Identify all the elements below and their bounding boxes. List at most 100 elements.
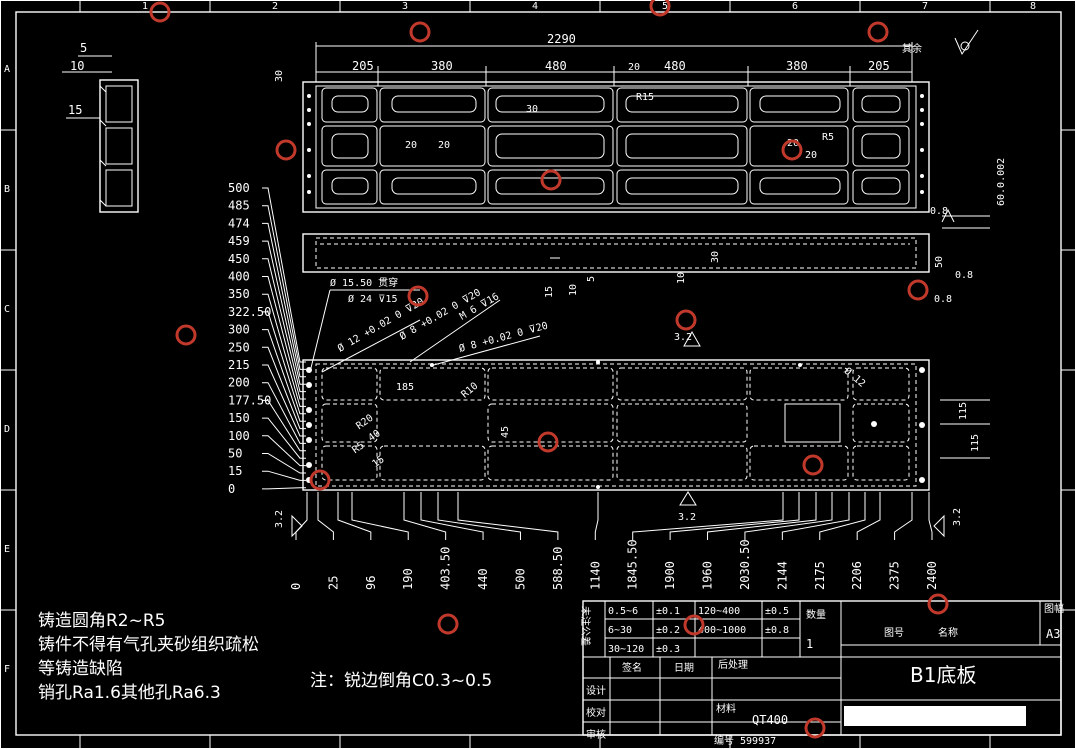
y-ordinate-label: 459 [228, 234, 250, 248]
grid-letter: E [4, 544, 10, 555]
x-ordinate-leader [928, 492, 933, 540]
audit-label: 审核 [586, 728, 606, 741]
tol-cell: 120~400 [698, 606, 740, 617]
x-ordinate-label: 2400 [925, 561, 939, 590]
y-ordinate-label: 215 [228, 358, 250, 372]
section-detail: 5 10 15 [62, 41, 139, 213]
y-ordinate-label: 400 [228, 270, 250, 284]
side-dim-5: 5 [586, 276, 597, 282]
date-label: 日期 [674, 662, 694, 674]
roughness-mark-icon [941, 208, 955, 223]
part-name: B1底板 [910, 663, 976, 687]
segment-dim: 380 [431, 59, 453, 73]
note-line: 销孔Ra1.6其他孔Ra6.3 [38, 683, 221, 703]
x-ordinate-leader [632, 492, 784, 540]
hole-callouts: Ø 15.50 贯穿 Ø 24 ⊽15 Ø 12 +0.02 0 ⊽20 Ø 8… [309, 276, 868, 390]
roughness-triangle-icon [683, 330, 701, 347]
material-value: QT400 [752, 713, 788, 727]
y-ordinate-label: 250 [228, 340, 250, 354]
side-dim-08c: 0.8 [934, 294, 952, 305]
x-ordinate-label: 2206 [850, 561, 864, 590]
note-chamfer: 注：锐边倒角C0.3~0.5 [310, 671, 492, 691]
qty-value: 1 [806, 637, 813, 651]
grid-number: 2 [272, 1, 278, 12]
segment-dim: 205 [868, 59, 890, 73]
x-ordinate-label: 2175 [813, 561, 827, 590]
grid-number: 4 [532, 1, 538, 12]
grid-labels: 1 2 3 4 5 6 7 8 A B C D E F [4, 1, 1036, 675]
mounting-holes [306, 360, 925, 489]
x-ordinate-leader [781, 492, 850, 540]
y-ordinate-label: 100 [228, 429, 250, 443]
y-ordinate-label: 450 [228, 252, 250, 266]
x-ordinate-leader [669, 492, 800, 540]
x-ordinate-label: 403.50 [439, 547, 453, 590]
y-ordinate-leader [262, 470, 306, 481]
x-ordinate-label: 1845.50 [626, 539, 640, 590]
dim-20b: 20 [438, 140, 450, 151]
tol-cell: ±0.2 [656, 625, 680, 636]
x-ordinate-leader [420, 492, 484, 540]
x-ordinate-leader [437, 492, 521, 540]
x-ordinate-label: 588.50 [551, 547, 565, 590]
tol-cell: ±0.5 [765, 606, 789, 617]
process-label: 后处理 [718, 659, 748, 671]
x-ordinate-leader [295, 492, 308, 540]
x-ordinate-leader [457, 492, 559, 540]
x-ordinate-leader [351, 492, 409, 540]
x-ordinate-label: 1900 [663, 561, 677, 590]
section-dim-10: 10 [70, 59, 84, 73]
y-ordinate-label: 0 [228, 482, 235, 496]
serial-number: 编号 599937 [714, 734, 776, 747]
roughness-value: 3.2 [678, 512, 696, 523]
white-label-box [844, 706, 1026, 726]
y-ordinate-leader [262, 453, 306, 474]
side-dim-30: 30 [710, 251, 721, 263]
callout-hole-7: Ø 12 [842, 365, 868, 390]
x-ordinate-leader [744, 492, 833, 540]
y-ordinate-label: 485 [228, 199, 250, 213]
tol-cell: ±0.3 [656, 644, 680, 655]
overall-dimension: 2290 [547, 32, 576, 46]
dim-r20: R20 [354, 413, 375, 432]
x-ordinate-label: 96 [364, 576, 378, 590]
grid-number: 1 [142, 1, 148, 12]
dim-115a: 115 [958, 402, 969, 420]
scale-label: 图幅 [1044, 602, 1064, 615]
scale-value: A3 [1046, 627, 1060, 641]
y-ordinate-leader [262, 187, 306, 363]
grid-letter: D [4, 424, 10, 435]
roughness-circle-icon [960, 41, 970, 51]
grid-number: 5 [662, 1, 668, 12]
side-dim-50: 50 [934, 256, 945, 268]
side-dim-15: 15 [544, 286, 555, 298]
y-ordinate-label: 15 [228, 464, 242, 478]
x-ordinate-label: 0 [289, 583, 303, 590]
dim-30: 30 [274, 70, 285, 82]
y-ordinate-leader [262, 399, 306, 452]
roughness-value: 3.2 [952, 508, 963, 526]
segment-dim: 380 [786, 59, 808, 73]
note-line: 铸造圆角R2~R5 [38, 611, 166, 631]
y-ordinate-label: 300 [228, 323, 250, 337]
side-dim-08b: 0.8 [955, 270, 973, 281]
grid-letter: A [4, 64, 10, 75]
roughness-value: 3.2 [674, 332, 692, 343]
roughness-value: 3.2 [274, 510, 285, 528]
tol-cell: ±0.8 [765, 625, 789, 636]
x-ordinate-label: 2144 [775, 561, 789, 590]
grid-number: 8 [1030, 1, 1036, 12]
y-ordinate-label: 200 [228, 376, 250, 390]
tol-cell: 30~120 [608, 644, 644, 655]
grid-letter: C [4, 304, 10, 315]
dim-r15: R15 [636, 92, 654, 103]
grid-number: 6 [792, 1, 798, 12]
x-ordinate-leader [819, 492, 866, 540]
y-ordinate-leader [262, 329, 306, 422]
side-vertical-dim: 60.0.002 [996, 158, 1007, 206]
hole-view: 185 R10 45 R20 40 R5 15 115 115 [302, 359, 990, 491]
name-label: 名称 [938, 626, 958, 639]
